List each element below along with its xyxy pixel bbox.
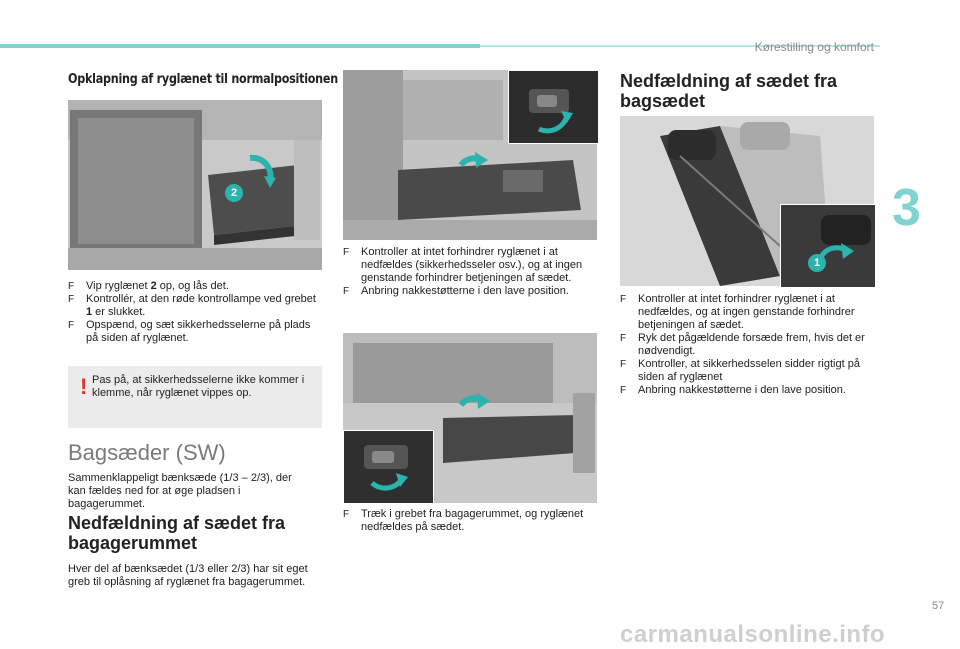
section-text: Sammenklappeligt bænksæde (1/3 – 2/3), d… <box>68 472 292 510</box>
page-number: 57 <box>932 600 945 612</box>
warning-icon: ! <box>80 374 88 399</box>
warning-text: Pas på, at sikkerhedsselerne ikke kommer… <box>92 374 305 399</box>
inset-lever-pull <box>343 430 434 504</box>
callout-1: 1 <box>808 254 826 272</box>
callout-2: 2 <box>225 184 243 202</box>
inset-seat-lever <box>780 204 876 288</box>
watermark: carmanualsonline.info <box>620 621 886 648</box>
inset-lever <box>508 70 599 144</box>
section-title: Bagsæder (SW) <box>68 440 226 465</box>
photo-rear-seat <box>620 116 874 286</box>
running-header: Kørestilling og komfort <box>754 40 874 54</box>
chapter-number: 3 <box>892 179 921 237</box>
subsection-title: Nedfældning af sædet fra bagagerummet <box>68 513 286 553</box>
photo-backrest-raised <box>68 100 322 270</box>
right-title: Nedfældning af sædet fra bagsædet <box>620 71 838 111</box>
subsection-text: Hver del af bænksædet (1/3 eller 2/3) ha… <box>68 563 308 588</box>
header-accent-bar <box>0 44 480 48</box>
warning-box: ! Pas på, at sikkerhedsselerne ikke komm… <box>68 366 322 428</box>
left-title: Opklapning af ryglænet til normalpositio… <box>68 72 338 87</box>
header-accent-line <box>480 45 880 47</box>
